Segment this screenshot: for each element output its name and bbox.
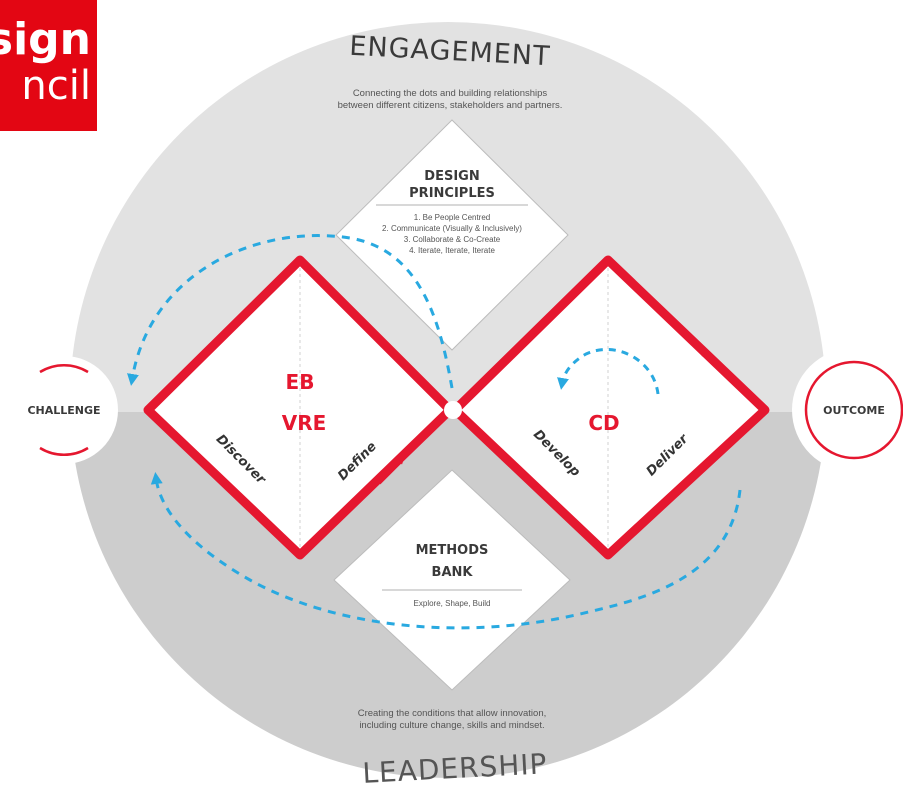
second-diamond: Develop Deliver CD [450, 255, 770, 560]
logo-text-line-1: sign [0, 14, 91, 65]
principle-item: 4. Iterate, Iterate, Iterate [409, 246, 495, 255]
design-council-logo: sign ncil [0, 0, 97, 131]
challenge-node: CHALLENGE [10, 356, 118, 464]
leadership-caption-2: including culture change, skills and min… [359, 720, 544, 731]
feedback-arrow-lower [150, 472, 742, 630]
methods-bank-subtitle: Explore, Shape, Build [414, 599, 491, 608]
logo-text-line-2: ncil [21, 63, 91, 109]
outcome-label: OUTCOME [823, 404, 885, 417]
design-principles-title-1: DESIGN [424, 169, 479, 184]
feedback-arrow-inner [557, 348, 660, 395]
methods-bank-title-1: METHODS [416, 543, 489, 558]
challenge-label: CHALLENGE [27, 404, 100, 417]
leadership-caption-1: Creating the conditions that allow innov… [358, 708, 547, 719]
engagement-caption-1: Connecting the dots and building relatio… [353, 88, 548, 99]
first-diamond: Discover Define EB VRE [143, 255, 455, 560]
methods-bank-title-2: BANK [432, 565, 474, 580]
annotation-cd: CD [588, 411, 619, 435]
engagement-caption-2: between different citizens, stakeholders… [338, 100, 563, 111]
diamond-junction [444, 401, 462, 419]
outcome-node: OUTCOME [792, 348, 903, 472]
annotation-eb: EB [286, 370, 315, 394]
principle-item: 1. Be People Centred [414, 213, 491, 222]
design-principles-title-2: PRINCIPLES [409, 186, 495, 201]
design-principles-panel: DESIGN PRINCIPLES 1. Be People Centred 2… [335, 119, 569, 351]
methods-bank-panel: METHODS BANK Explore, Shape, Build [333, 469, 571, 691]
annotation-vre: VRE [282, 411, 327, 435]
feedback-arrow-upper [127, 234, 454, 389]
principle-item: 2. Communicate (Visually & Inclusively) [382, 224, 522, 233]
principle-item: 3. Collaborate & Co-Create [404, 235, 501, 244]
